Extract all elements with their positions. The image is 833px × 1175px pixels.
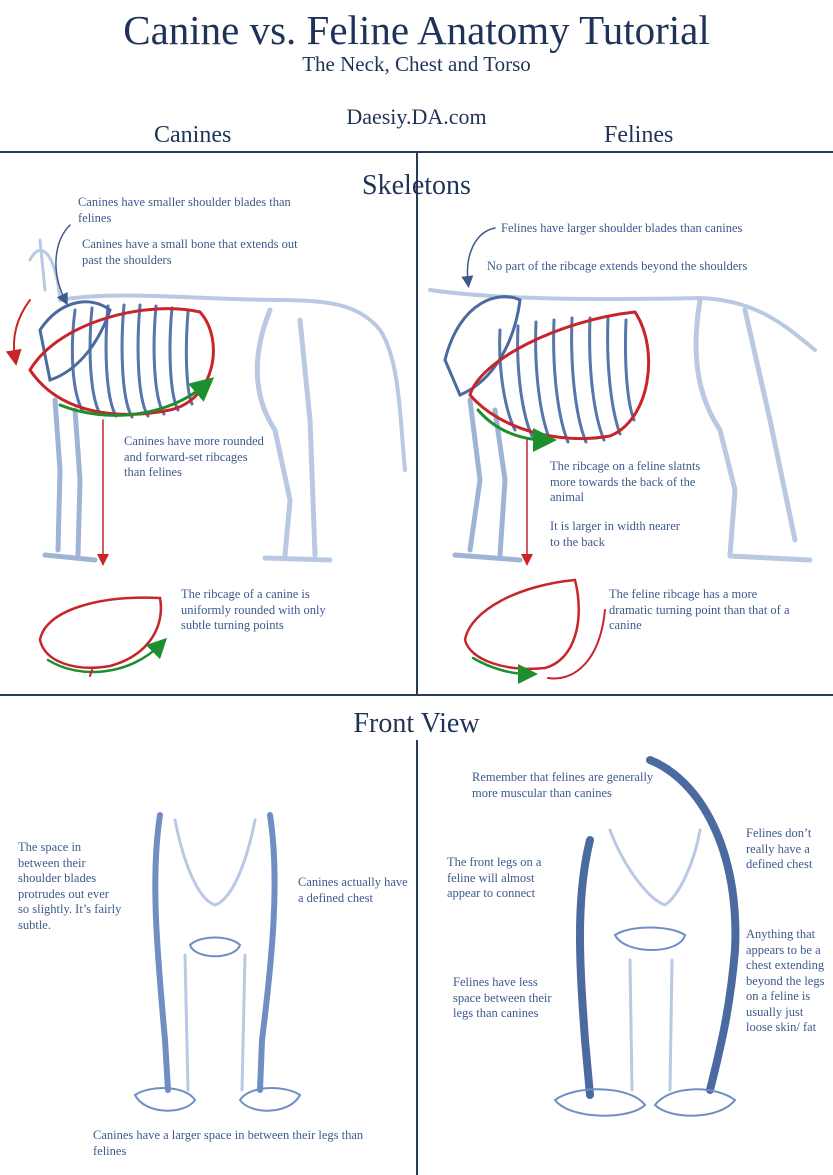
feline-note-leg-space: Felines have less space between their le… [453,975,552,1020]
canine-front-view [133,812,302,1112]
feline-note-shoulder-blades: Felines have larger shoulder blades than… [501,221,743,235]
page-title: Canine vs. Feline Anatomy Tutorial [123,7,710,53]
feline-note-ribcage-extent: No part of the ribcage extends beyond th… [487,259,748,273]
canine-skeleton [5,224,407,566]
canine-note-shoulder-blades: Canines have smaller shoulder blades tha… [78,195,291,225]
feline-ribcage-shape [463,578,606,684]
feline-front-view [553,756,740,1117]
feline-note-muscular: Remember that felines are generally more… [472,770,654,800]
canine-note-leg-space: Canines have a larger space in between t… [93,1128,364,1158]
skeleton-column-divider [416,151,418,696]
page-subtitle: The Neck, Chest and Torso [302,52,531,76]
section-title-front-view: Front View [353,708,480,739]
canine-note-ribcage-shape: Canines have more rounded and forward-se… [124,434,264,479]
feline-note-no-chest: Felines don’t really have a defined ches… [746,826,813,871]
section-divider [0,694,833,696]
feline-note-legs-connect: The front legs on a feline will almost a… [447,855,542,900]
canine-note-defined-chest: Canines actually have a defined chest [298,875,408,905]
feline-note-loose-skin: Anything that appears to be a chest exte… [746,927,825,1034]
canine-note-ribcage-rounded: The ribcage of a canine is uniformly rou… [181,587,326,632]
feline-note-ribcage-slant: The ribcage on a feline slatnts more tow… [550,459,701,504]
canine-note-small-bone: Canines have a small bone that extends o… [82,237,298,267]
canine-note-shoulder-space: The space in between their shoulder blad… [18,840,122,932]
column-heading-felines: Felines [604,122,674,148]
author-site: Daesiy.DA.com [346,104,487,129]
section-title-skeletons: Skeletons [362,170,471,201]
feline-note-ribcage-width: It is larger in width nearer to the back [550,519,680,549]
feline-skeleton [428,227,817,566]
feline-note-turning-point: The feline ribcage has a more dramatic t… [609,587,790,632]
canine-ribcage-shape [38,596,168,677]
front-view-column-divider [416,740,418,1175]
column-heading-canines: Canines [154,122,232,148]
